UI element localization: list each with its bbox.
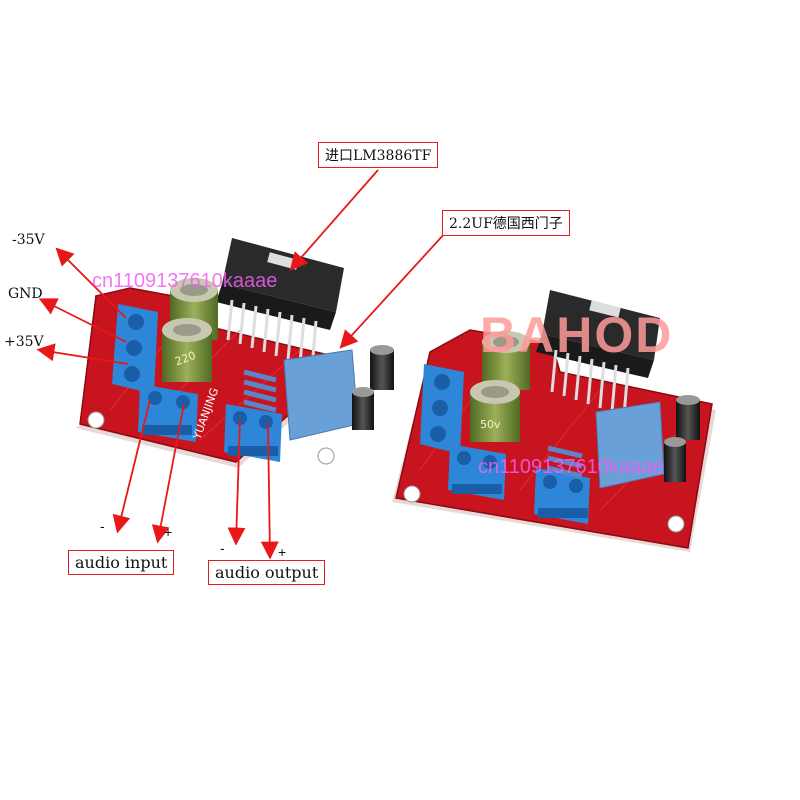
mount-hole [87, 411, 105, 429]
cap-voltage-text: 50v [480, 418, 501, 431]
arrow-chip [289, 169, 379, 271]
arrow-pos-rail [36, 343, 129, 365]
small-capacitor-left-2 [352, 387, 374, 430]
output-minus-sign: - [220, 540, 225, 556]
small-capacitor-right-1 [676, 395, 700, 440]
chip-label: 进口LM3886TF [318, 142, 439, 168]
output-terminal-left [224, 404, 282, 462]
resistor-array-left [243, 369, 277, 413]
arrow-output-minus [227, 419, 246, 546]
arrow-input-minus [112, 399, 151, 534]
lm3886-chip-left [216, 238, 344, 369]
output-terminal-right [534, 468, 590, 524]
watermark-logo: BAHOD [480, 307, 674, 363]
electrolytic-capacitor-left-2: 220 [162, 318, 212, 382]
arrow-gnd [38, 298, 127, 343]
input-plus-sign: + [164, 524, 173, 540]
power-terminal-left [112, 304, 158, 394]
lm3886-chip-right [536, 290, 660, 417]
neg-rail-label: -35V [12, 232, 45, 248]
arrow-neg-rail [55, 247, 127, 319]
power-terminal-right [420, 364, 464, 454]
resistor-array-right [547, 445, 583, 479]
input-terminal-right [448, 444, 506, 500]
arrow-input-plus [151, 403, 185, 544]
audio-input-label: audio input [68, 550, 175, 575]
output-plus-sign: + [278, 544, 287, 560]
mount-hole [317, 447, 335, 465]
watermark-text-2: cn1109137610kaaae [478, 456, 664, 478]
pos-rail-label: +35V [4, 334, 44, 350]
annotation-arrows [36, 169, 447, 560]
film-capacitor-left [283, 349, 359, 441]
amplifier-board-right: 50v [392, 290, 716, 552]
input-minus-sign: - [100, 518, 105, 534]
small-capacitor-right-2 [664, 437, 686, 482]
mount-hole [403, 485, 421, 503]
arrow-capacitor [339, 231, 447, 349]
arrow-output-plus [260, 423, 279, 560]
electrolytic-capacitor-right-2: 50v [470, 380, 520, 442]
input-terminal-left [138, 384, 198, 442]
capacitor-label: 2.2UF德国西门子 [442, 210, 570, 236]
mount-hole [667, 515, 685, 533]
gnd-label: GND [8, 286, 43, 302]
audio-output-label: audio output [208, 560, 326, 585]
watermark-text-1: cn1109137610kaaae [92, 270, 278, 292]
small-capacitor-left-1 [370, 345, 394, 390]
